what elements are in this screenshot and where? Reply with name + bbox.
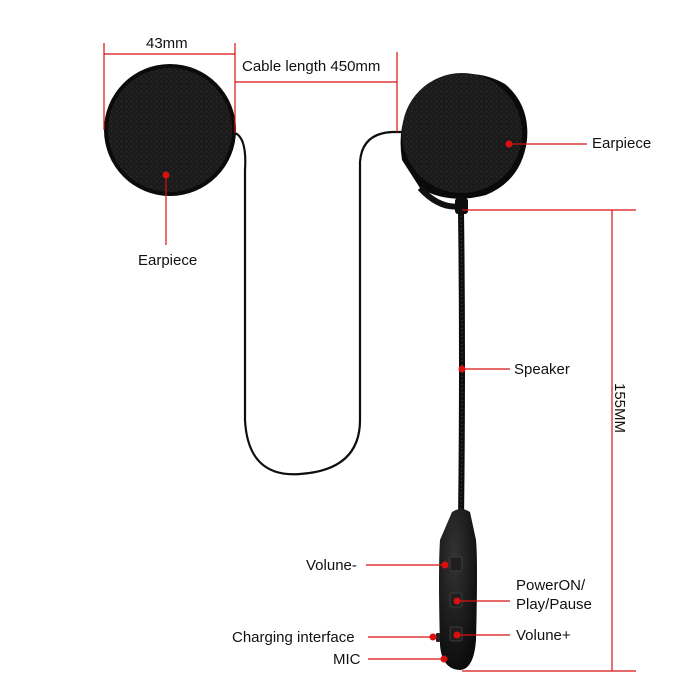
left-earpiece — [104, 64, 236, 196]
right-earpiece — [400, 73, 528, 210]
power-label-line2: Play/Pause — [516, 596, 592, 613]
cable-length-label: Cable length 450mm — [242, 58, 381, 75]
control-pod — [436, 509, 477, 670]
mic-label: MIC — [333, 651, 361, 668]
volume-plus-label: Volune+ — [516, 627, 571, 644]
boom-arm — [455, 198, 468, 521]
connecting-cable — [234, 130, 403, 476]
callouts — [162, 140, 587, 663]
volume-minus-button — [449, 556, 463, 572]
power-label-line1: PowerON/ — [516, 577, 586, 594]
charging-port — [436, 633, 440, 642]
dimension-lines — [103, 43, 636, 672]
earpiece-right-label: Earpiece — [592, 135, 652, 152]
width-dimension-label: 43mm — [146, 35, 188, 52]
earpiece-left-label: Earpiece — [138, 252, 198, 269]
boom-length-label: 155MM — [611, 383, 628, 434]
speaker-label: Speaker — [514, 361, 570, 378]
volume-minus-label: Volune- — [306, 557, 357, 574]
charging-interface-label: Charging interface — [232, 629, 355, 646]
